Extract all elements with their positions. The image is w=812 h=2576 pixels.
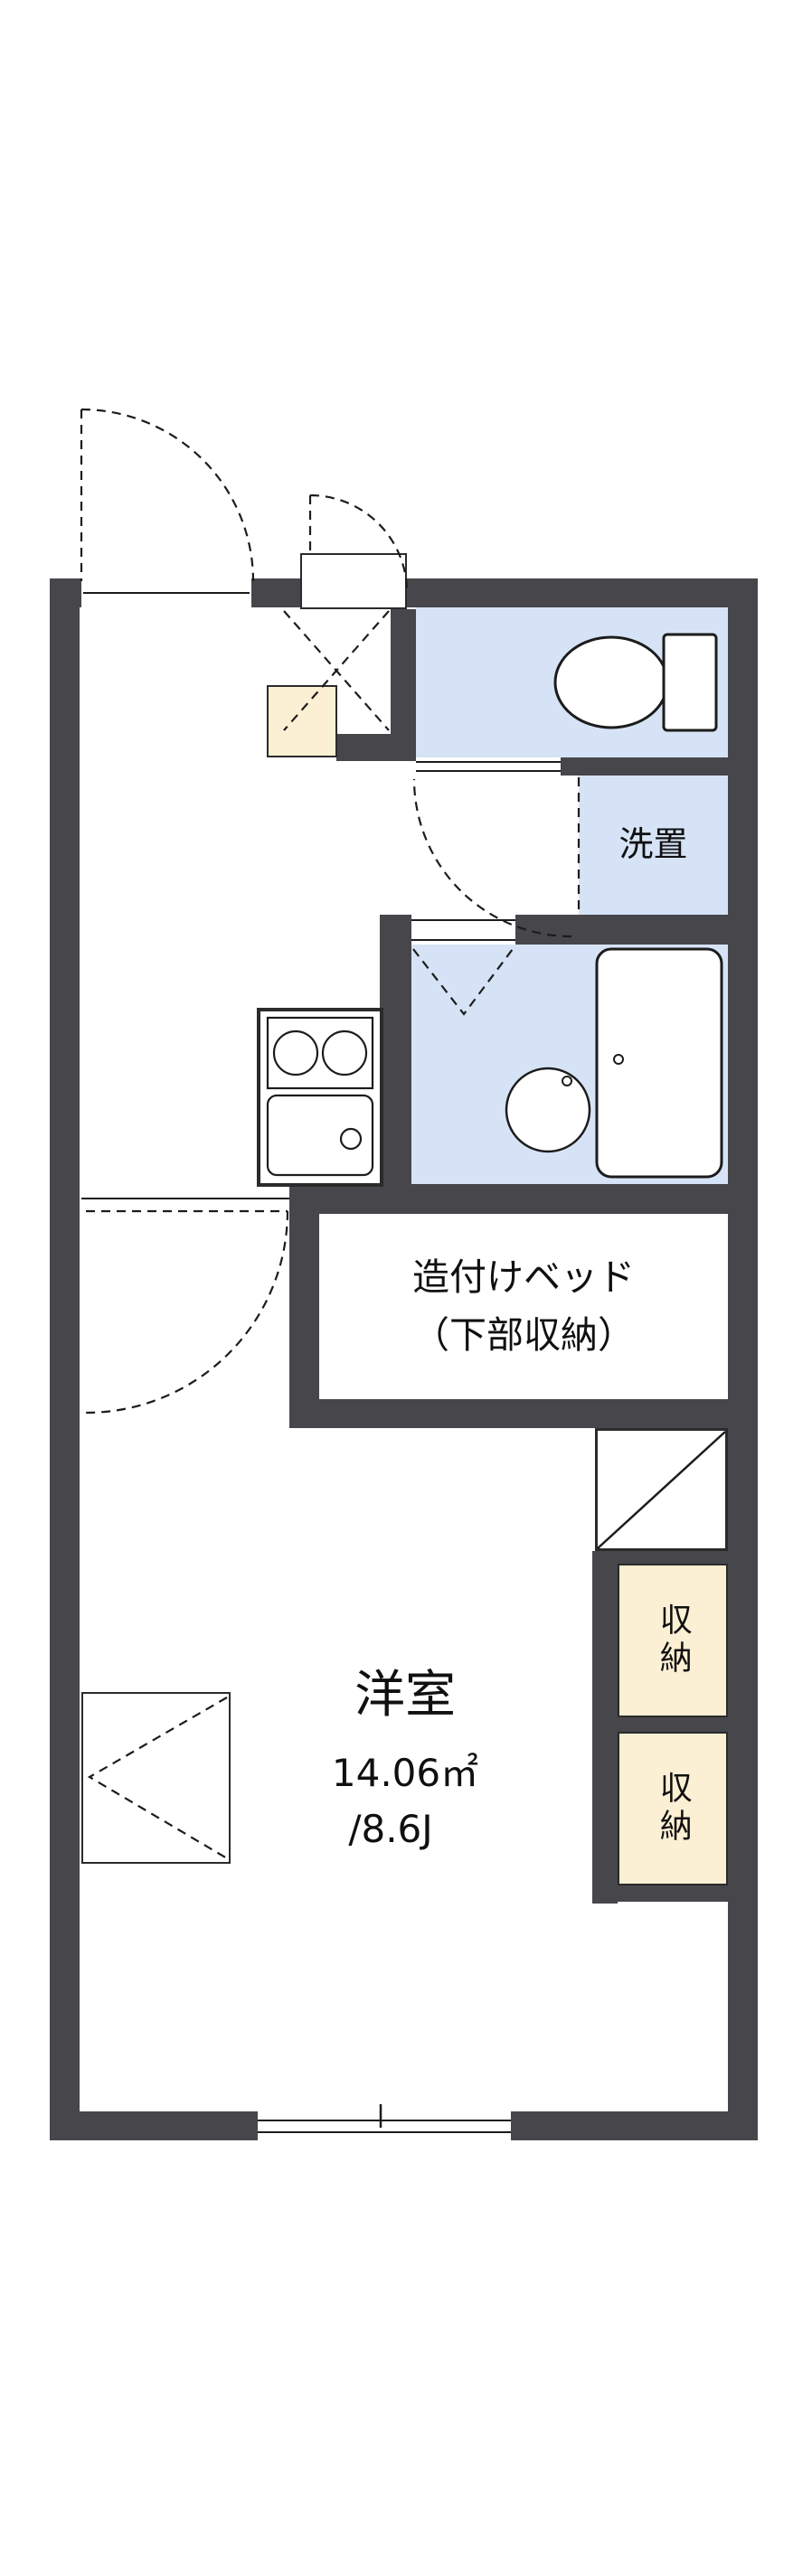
bathroom-door-opening-lines [411, 919, 515, 941]
wall-bathroom-left [380, 915, 411, 1214]
stove-burner-left [272, 1029, 319, 1076]
wall-closet-bottom [592, 1885, 728, 1902]
room-door-swing-arc [85, 1210, 289, 1415]
folding-table-swing-lines [87, 1697, 228, 1859]
room-name-label: 洋室 [354, 1666, 456, 1725]
built-in-bed-label-line2: （下部収納） [412, 1312, 635, 1357]
entry-inner-door-swing-arc [309, 494, 409, 593]
closet-upper [618, 1564, 728, 1717]
bathtub-drain [613, 1054, 624, 1065]
wall-bed-left [289, 1184, 319, 1428]
closet-lower-text: 収納 [654, 1771, 692, 1847]
stove-burner-right [321, 1029, 368, 1076]
toilet-door-swing-arc [412, 778, 572, 938]
bathroom-folding-door [412, 948, 514, 1016]
closet-lower [618, 1732, 728, 1885]
toilet-tank [662, 633, 718, 732]
sink-drain [339, 1127, 363, 1151]
closet-lower-label: 収納 [618, 1732, 728, 1885]
wall-closet-top [592, 1551, 728, 1564]
closet-upper-text: 収納 [654, 1603, 692, 1678]
window-glass-lines [258, 2120, 511, 2133]
window-opening [258, 2111, 511, 2140]
basin-tap [562, 1076, 572, 1086]
bathtub [595, 947, 723, 1179]
washer-area-label: 洗置 [618, 824, 688, 864]
built-in-bed-label: 造付けベッド （下部収納） [319, 1249, 728, 1364]
wall-bathroom-top [515, 915, 728, 945]
corner-shelf-diagonal [597, 1431, 726, 1549]
wall-closet-divider [592, 1717, 728, 1732]
bath-basin [505, 1067, 591, 1153]
kitchen-unit [257, 1008, 383, 1187]
entry-door-swing-arc [80, 408, 255, 582]
wall-right [728, 578, 758, 2140]
room-area-tatami-label: /8.6J [348, 1807, 433, 1851]
washer-space-floor [579, 776, 728, 915]
wall-bed-bottom [289, 1399, 728, 1428]
closet-upper-label: 収納 [618, 1564, 728, 1717]
genkan-step-cross-line-2 [283, 610, 390, 731]
built-in-bed-label-line1: 造付けベッド [412, 1255, 635, 1299]
wall-entry-bottom [336, 734, 416, 761]
shoe-cabinet [267, 685, 337, 757]
room-area-sqm-label: 14.06㎡ [331, 1751, 479, 1795]
stove-top [266, 1016, 374, 1090]
wall-toilet-bottom [561, 757, 728, 776]
folding-table [81, 1692, 231, 1864]
toilet-door-opening-lines [416, 761, 561, 772]
toilet-bowl [553, 635, 669, 729]
kitchen-sink [266, 1094, 374, 1177]
wall-left [50, 578, 80, 2140]
wall-bed-top [289, 1184, 728, 1214]
